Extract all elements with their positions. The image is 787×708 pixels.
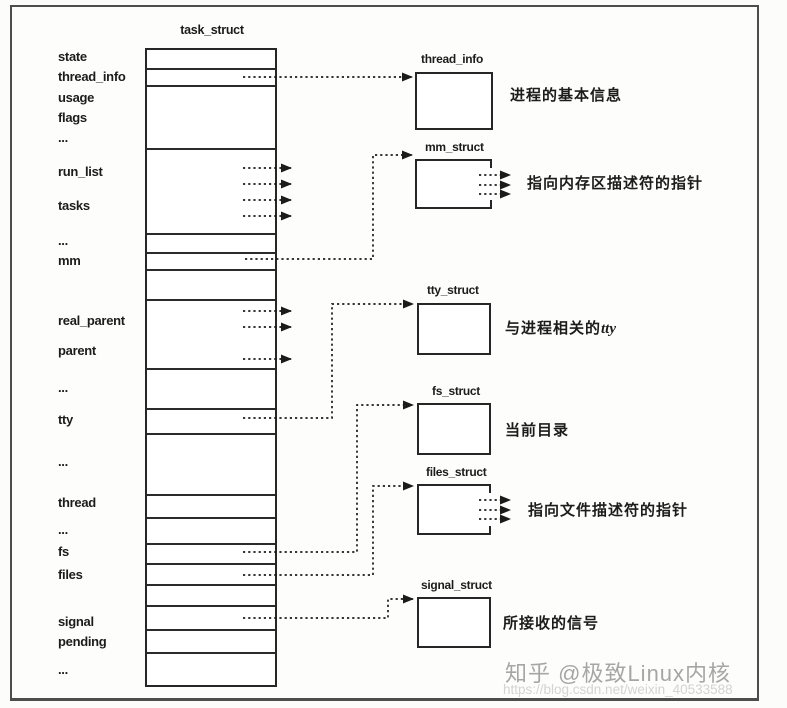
row-divider [147, 605, 275, 607]
field-label-ellipsis-3: ... [58, 380, 68, 395]
mm-struct-annotation: 指向内存区描述符的指针 [527, 175, 704, 192]
signal-struct-box [417, 597, 491, 648]
tty-annotation-text: 与进程相关的 [505, 320, 602, 337]
tty-annotation-italic: tty [601, 321, 617, 337]
fs-struct-annotation: 当前目录 [505, 422, 570, 439]
field-label-run-list: run_list [58, 164, 103, 179]
signal-struct-label: signal_struct [421, 578, 492, 592]
row-divider [147, 629, 275, 631]
field-label-thread: thread [58, 495, 96, 510]
field-label-usage: usage [58, 90, 95, 105]
outer-frame [10, 5, 759, 701]
row-divider [147, 563, 275, 565]
box-corner-stub [489, 526, 491, 533]
field-label-flags: flags [58, 110, 87, 125]
signal-struct-annotation: 所接收的信号 [503, 615, 600, 632]
row-divider [147, 269, 275, 271]
field-label-tasks: tasks [58, 198, 90, 213]
field-label-real-parent: real_parent [58, 313, 125, 328]
row-divider [147, 494, 275, 496]
field-label-ellipsis-5: ... [58, 522, 68, 537]
csdn-watermark-url: https://blog.csdn.net/weixin_40533588 [503, 682, 733, 697]
tty-struct-label: tty_struct [427, 283, 479, 297]
row-divider [147, 652, 275, 654]
zhihu-watermark: 知乎 @极致Linux内核 [505, 661, 732, 686]
fs-struct-label: fs_struct [432, 384, 480, 398]
field-label-ellipsis-4: ... [58, 454, 68, 469]
row-divider [147, 543, 275, 545]
mm-struct-box [415, 159, 492, 209]
row-divider [147, 148, 275, 150]
field-label-signal: signal [58, 614, 94, 629]
row-divider [147, 299, 275, 301]
thread-info-annotation: 进程的基本信息 [510, 87, 623, 104]
field-label-fs: fs [58, 544, 69, 559]
field-label-ellipsis-6: ... [58, 662, 68, 677]
row-divider [147, 584, 275, 586]
row-divider [147, 68, 275, 70]
files-struct-label: files_struct [426, 465, 487, 479]
files-struct-annotation: 指向文件描述符的指针 [528, 502, 689, 519]
task-struct-title: task_struct [180, 23, 244, 37]
row-divider [147, 85, 275, 87]
field-label-thread-info: thread_info [58, 69, 126, 84]
files-struct-box [417, 484, 491, 535]
field-label-mm: mm [58, 253, 81, 268]
fs-struct-box [417, 403, 491, 455]
field-label-tty: tty [58, 412, 73, 427]
row-divider [147, 368, 275, 370]
field-label-files: files [58, 567, 83, 582]
box-corner-stub [490, 161, 492, 168]
field-label-state: state [58, 49, 87, 64]
tty-struct-box [417, 303, 491, 355]
task-struct-box [145, 48, 277, 687]
row-divider [147, 517, 275, 519]
tty-struct-annotation: 与进程相关的tty [505, 319, 616, 339]
box-corner-stub [490, 200, 492, 207]
row-divider [147, 252, 275, 254]
row-divider [147, 408, 275, 410]
field-label-pending: pending [58, 634, 107, 649]
mm-struct-label: mm_struct [425, 140, 484, 154]
box-corner-stub [489, 486, 491, 493]
field-label-ellipsis-2: ... [58, 233, 68, 248]
thread-info-label: thread_info [421, 52, 484, 66]
row-divider [147, 433, 275, 435]
thread-info-box [415, 72, 493, 130]
field-label-ellipsis-1: ... [58, 130, 68, 145]
field-label-parent: parent [58, 343, 96, 358]
row-divider [147, 233, 275, 235]
